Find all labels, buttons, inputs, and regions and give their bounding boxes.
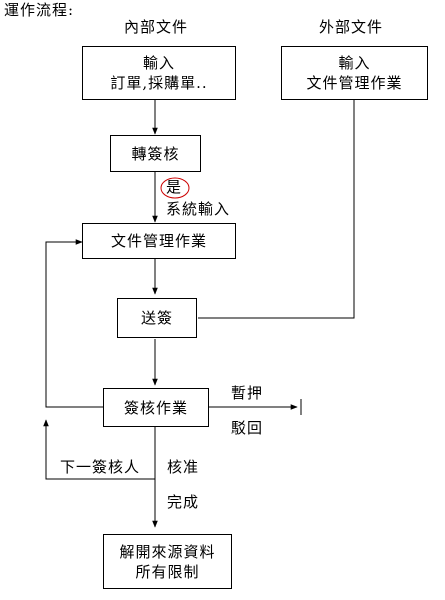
transfer-review-label: 轉簽核	[131, 144, 180, 163]
external-input-line2: 文件管理作業	[306, 74, 403, 92]
internal-input-line1: 輸入	[142, 54, 175, 72]
review-task-box: 簽核作業	[103, 388, 209, 427]
release-source-line2: 所有限制	[135, 562, 200, 581]
loop-review-to-docmgmt	[45, 239, 103, 408]
flow-heading: 運作流程:	[4, 1, 75, 19]
doc-management-box: 文件管理作業	[82, 223, 236, 259]
transfer-review-box: 轉簽核	[110, 135, 201, 172]
line-external-to-send	[198, 100, 355, 319]
internal-docs-header: 內部文件	[124, 18, 189, 36]
yes-label: 是	[166, 178, 183, 196]
yes-highlight-circle	[160, 177, 190, 199]
external-input-line1: 輸入	[338, 54, 371, 72]
release-source-line1: 解開來源資料	[119, 542, 216, 561]
review-task-label: 簽核作業	[123, 398, 188, 417]
external-docs-header: 外部文件	[319, 18, 384, 36]
send-review-label: 送簽	[140, 309, 173, 327]
system-input-label: 系統輸入	[166, 200, 231, 218]
internal-input-box: 輸入 訂單,採購單..	[82, 46, 236, 100]
doc-management-label: 文件管理作業	[110, 232, 207, 250]
internal-input-line2: 訂單,採購單..	[110, 74, 208, 92]
approve-label: 核准	[167, 458, 200, 476]
release-source-box: 解開來源資料 所有限制	[103, 534, 232, 589]
loop-next-reviewer	[43, 419, 155, 480]
complete-label: 完成	[167, 493, 200, 511]
external-input-box: 輸入 文件管理作業	[281, 46, 428, 100]
send-review-box: 送簽	[117, 298, 197, 338]
reject-label: 駁回	[231, 419, 264, 437]
hold-label: 暫押	[231, 384, 264, 402]
next-reviewer-label: 下一簽核人	[60, 458, 141, 476]
